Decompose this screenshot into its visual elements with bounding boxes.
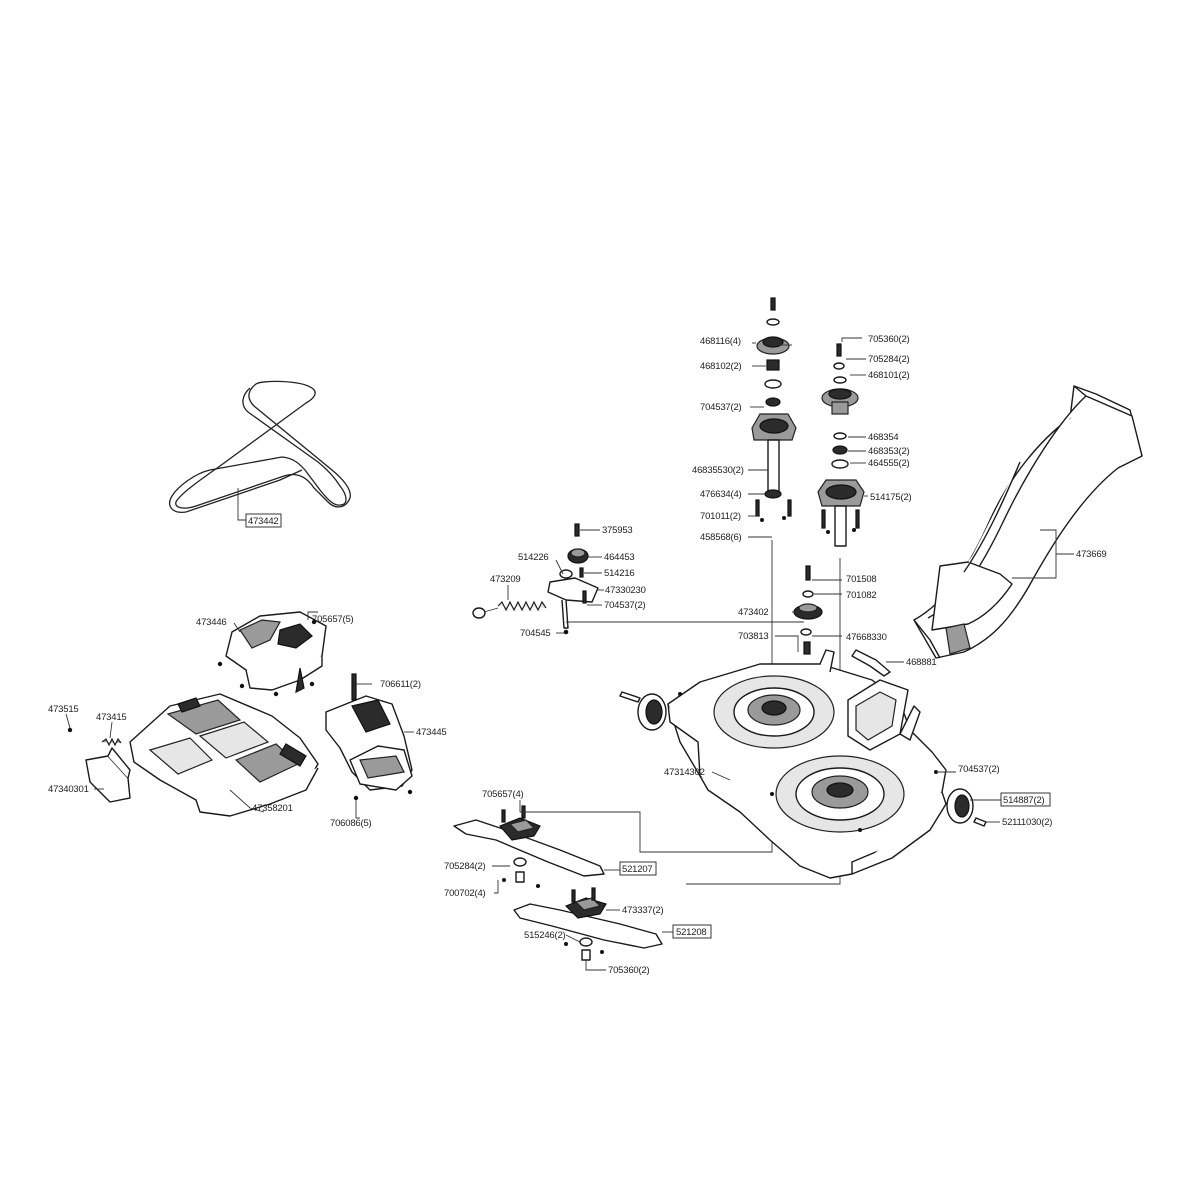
label-700702: 700702(4) — [444, 888, 486, 899]
label-705657-blade: 705657(4) — [482, 789, 524, 800]
label-473446: 473446 — [196, 617, 227, 628]
side-deflector — [325, 673, 413, 801]
mower-deck — [619, 649, 987, 879]
label-473442: 473442 — [248, 516, 279, 527]
label-46835530: 46835530(2) — [692, 465, 744, 476]
label-514216: 514216 — [604, 568, 635, 579]
label-514887: 514887(2) — [1003, 795, 1045, 806]
label-47668330: 47668330 — [846, 632, 887, 643]
label-473337: 473337(2) — [622, 905, 664, 916]
tensioner-labels: 375953 514226 464453 473209 514216 47330… — [490, 525, 804, 639]
label-473415: 473415 — [96, 712, 127, 723]
label-476634: 476634(4) — [700, 489, 742, 500]
label-473402: 473402 — [738, 607, 769, 618]
label-47358201: 47358201 — [252, 803, 293, 814]
label-464453: 464453 — [604, 552, 635, 563]
label-705360-top: 705360(2) — [868, 334, 910, 345]
label-515246: 515246(2) — [524, 930, 566, 941]
grass-chute — [913, 385, 1143, 659]
rear-bracket — [67, 727, 131, 803]
label-705284-top: 705284(2) — [868, 354, 910, 365]
label-464555: 464555(2) — [868, 458, 910, 469]
label-705657-cover: 705657(5) — [312, 614, 354, 625]
label-704537-spindle: 704537(2) — [700, 402, 742, 413]
label-47314302: 47314302 — [664, 767, 705, 778]
label-706086: 706086(5) — [330, 818, 372, 829]
label-701082: 701082 — [846, 590, 877, 601]
label-52111030: 52111030(2) — [1002, 817, 1052, 828]
label-514226: 514226 — [518, 552, 549, 563]
label-468116: 468116(4) — [700, 336, 741, 347]
label-705284-blade: 705284(2) — [444, 861, 486, 872]
label-473515: 473515 — [48, 704, 79, 715]
label-468881: 468881 — [906, 657, 937, 668]
mulch-insert — [129, 693, 319, 817]
label-468353: 468353(2) — [868, 446, 910, 457]
label-703813: 703813 — [738, 631, 769, 642]
label-701011: 701011(2) — [700, 511, 741, 522]
label-468102: 468102(2) — [700, 361, 742, 372]
label-521207: 521207 — [622, 864, 653, 875]
label-704537-tensioner: 704537(2) — [604, 600, 646, 611]
label-706611: 706611(2) — [380, 679, 421, 690]
label-458568: 458568(6) — [700, 532, 742, 543]
tensioner-assembly — [472, 523, 599, 635]
lower-blade-assembly — [513, 887, 663, 961]
label-704537-deck: 704537(2) — [958, 764, 1000, 775]
upper-blade-assembly — [453, 805, 605, 888]
label-47340301: 47340301 — [48, 784, 89, 795]
top-cover — [217, 611, 327, 697]
label-701508: 701508 — [846, 574, 877, 585]
label-468354: 468354 — [868, 432, 899, 443]
label-375953: 375953 — [602, 525, 633, 536]
label-704545: 704545 — [520, 628, 551, 639]
label-47330230: 47330230 — [605, 585, 646, 596]
label-514175: 514175(2) — [870, 492, 912, 503]
label-705360-blade: 705360(2) — [608, 965, 650, 976]
label-473669: 473669 — [1076, 549, 1107, 560]
drive-belt: 473442 — [169, 380, 351, 528]
right-spindle-assembly — [817, 343, 865, 547]
idler-pulley-assembly — [793, 565, 891, 677]
label-521208: 521208 — [676, 927, 707, 938]
label-468101: 468101(2) — [868, 370, 910, 381]
label-473209: 473209 — [490, 574, 521, 585]
label-473445: 473445 — [416, 727, 447, 738]
left-spindle-assembly — [751, 297, 797, 522]
